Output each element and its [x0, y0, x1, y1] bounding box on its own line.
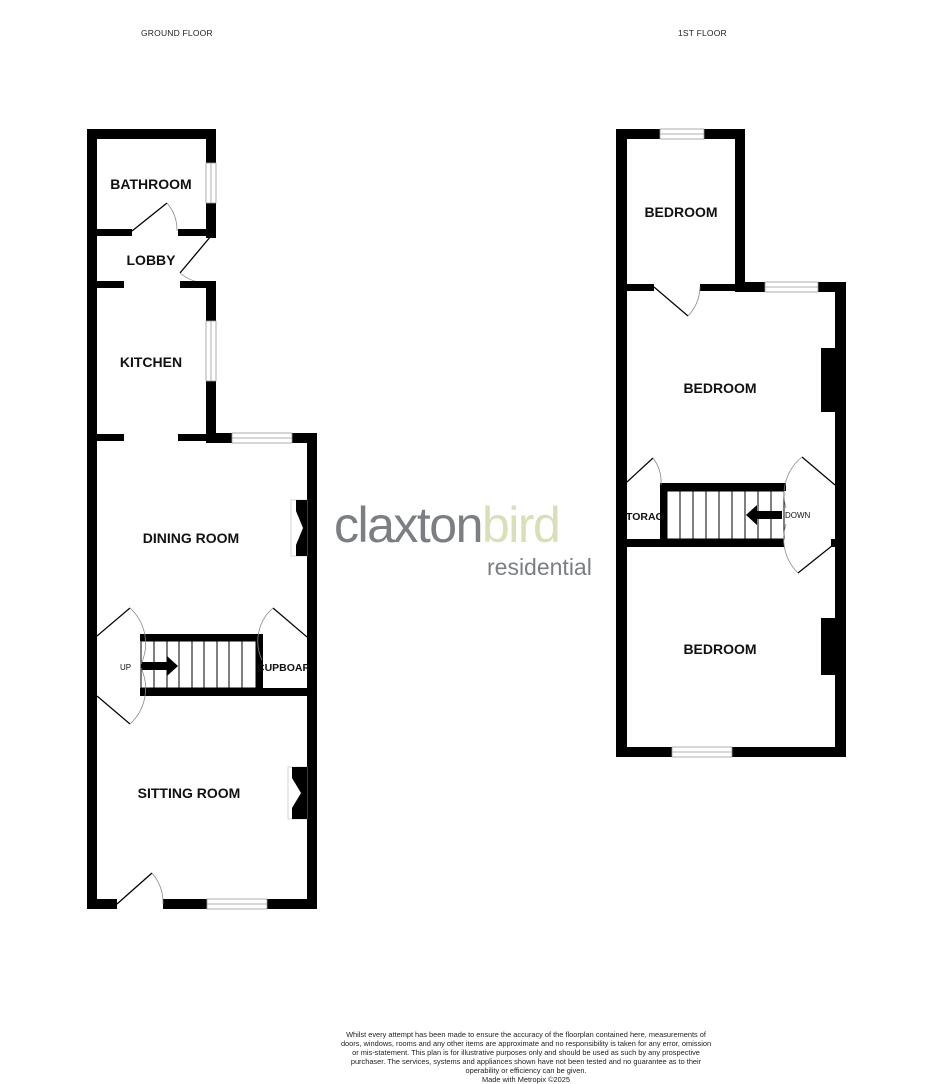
stairs-down-label: DOWN — [785, 511, 811, 520]
wall — [704, 129, 745, 139]
wall — [831, 539, 837, 547]
wall — [206, 203, 216, 238]
wall — [732, 747, 846, 757]
chimney-breast — [821, 618, 835, 675]
first-floor-plan: BEDROOM BEDROOM BEDROOM TORAG DOWN — [616, 128, 846, 758]
wall — [163, 899, 207, 909]
room-label-cupboard: CUPBOAR — [257, 662, 311, 674]
wall — [87, 129, 97, 909]
stairs-up-label: UP — [120, 663, 131, 672]
wall — [307, 433, 317, 909]
front-door — [116, 872, 164, 905]
fireplace — [290, 499, 308, 557]
room-label-bedroom-rear: BEDROOM — [644, 204, 717, 220]
window — [206, 898, 268, 910]
chimney-breast — [821, 348, 835, 412]
lobby-external-door — [179, 235, 216, 284]
landing-door-upper — [783, 456, 836, 509]
wall — [735, 282, 765, 292]
wall — [97, 229, 132, 236]
wall — [616, 129, 627, 757]
wall — [206, 381, 216, 441]
wall — [735, 129, 745, 292]
stairs-down-arrow-icon — [746, 505, 782, 525]
stairs-up-arrow-icon — [141, 656, 178, 676]
claxtonbird-logo: claxtonbird residential — [334, 500, 594, 580]
room-label-dining-room: DINING ROOM — [143, 530, 239, 546]
logo-wordmark: claxtonbird — [334, 500, 594, 550]
wall — [627, 284, 654, 291]
wall — [206, 129, 216, 163]
window — [205, 162, 217, 204]
wall — [180, 281, 216, 288]
wall — [97, 434, 124, 441]
room-label-bathroom: BATHROOM — [110, 176, 191, 192]
cupboard-door — [257, 607, 308, 661]
wall — [87, 899, 117, 909]
wall — [835, 282, 846, 757]
bathroom-door — [131, 202, 178, 232]
wall — [206, 283, 216, 321]
bedroom-door — [653, 286, 701, 317]
staircase-up — [140, 634, 317, 696]
wall — [87, 129, 216, 139]
ground-floor-plan: BATHROOM LOBBY KITCHEN DINING ROOM SITTI… — [87, 129, 317, 910]
disclaimer-text: Whilst every attempt has been made to en… — [340, 1030, 712, 1075]
room-label-bedroom-front: BEDROOM — [683, 641, 756, 657]
logo-part-bird: bird — [481, 497, 561, 553]
logo-part-claxton: claxton — [334, 497, 483, 553]
wall — [206, 433, 232, 443]
window — [671, 746, 733, 758]
wall — [178, 434, 216, 441]
first-floor-title: 1ST FLOOR — [678, 28, 727, 38]
landing-door-lower — [783, 523, 834, 574]
wall — [700, 284, 745, 291]
stair-door-upper — [96, 607, 147, 665]
storage-door — [626, 457, 662, 486]
wall — [818, 282, 846, 292]
disclaimer: Whilst every attempt has been made to en… — [340, 1030, 712, 1084]
wall — [267, 899, 317, 909]
logo-subtitle: residential — [487, 554, 592, 580]
window — [764, 281, 819, 293]
wall — [616, 747, 672, 757]
wall — [178, 229, 216, 236]
room-label-bedroom-middle: BEDROOM — [683, 380, 756, 396]
stair-door-lower — [96, 667, 147, 725]
window — [659, 128, 705, 140]
room-label-storage: TORAG — [626, 511, 664, 523]
ground-floor-title: GROUND FLOOR — [141, 28, 213, 38]
room-label-sitting-room: SITTING ROOM — [138, 785, 241, 801]
wall — [616, 129, 660, 139]
fireplace — [287, 766, 308, 820]
wall — [292, 433, 317, 443]
room-label-lobby: LOBBY — [127, 252, 177, 268]
wall — [97, 281, 124, 288]
staircase-down — [627, 483, 786, 547]
window — [231, 432, 293, 444]
room-label-kitchen: KITCHEN — [120, 354, 182, 370]
window — [205, 320, 217, 382]
